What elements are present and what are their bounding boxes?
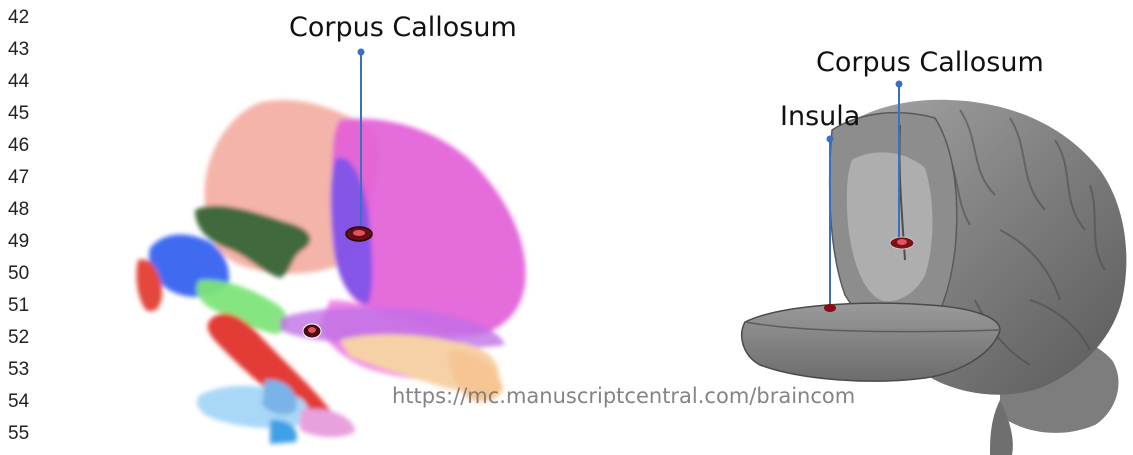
leader-dot: [827, 136, 834, 143]
marker-highlight: [897, 239, 907, 245]
label-corpus-callosum-right: Corpus Callosum: [816, 47, 1044, 78]
leader-dot: [358, 49, 365, 56]
watermark-url: https://mc.manuscriptcentral.com/brainco…: [392, 384, 855, 408]
marker-insula-right: [824, 304, 836, 312]
label-insula-right: Insula: [780, 101, 860, 132]
pink-lower: [300, 409, 355, 437]
marker-highlight: [308, 327, 316, 333]
leader-dot: [896, 81, 903, 88]
label-corpus-callosum-left: Corpus Callosum: [289, 12, 517, 43]
marker-highlight: [353, 230, 365, 236]
